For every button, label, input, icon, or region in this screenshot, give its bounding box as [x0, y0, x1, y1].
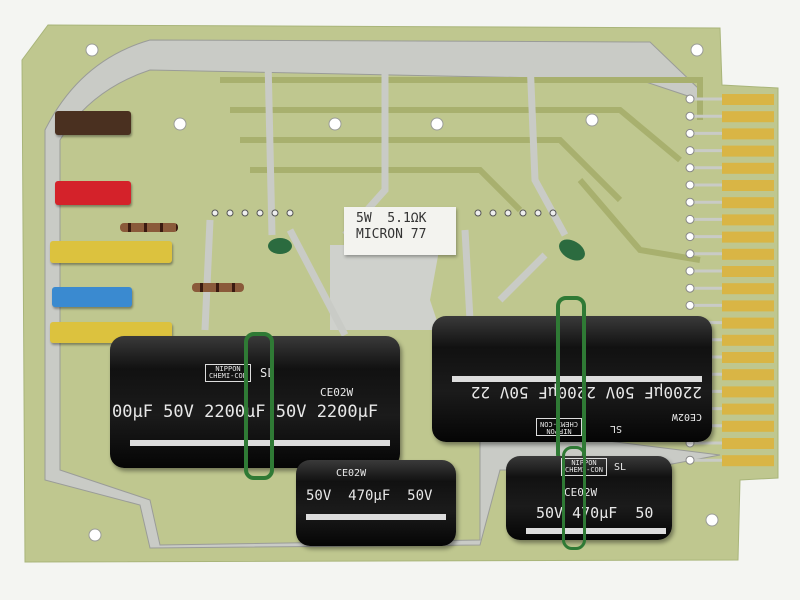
capacitor-series: SL [609, 423, 622, 434]
capacitor-model: CE02W [336, 468, 367, 479]
green-capacitor-right [559, 239, 585, 261]
via-hole [685, 266, 695, 276]
via-hole [685, 146, 695, 156]
resistor-1 [120, 223, 178, 232]
capacitor-model: CE02W [671, 411, 702, 422]
resistor-2 [192, 283, 244, 292]
heatsink-center [330, 245, 440, 330]
connector-blue [52, 287, 132, 307]
via-hole [685, 300, 695, 310]
gold-finger [722, 94, 774, 105]
gold-finger [722, 145, 774, 157]
capacitor-model: CE02W [320, 386, 354, 399]
connector-red [55, 181, 131, 205]
via-hole [685, 111, 695, 121]
gold-finger [722, 386, 774, 398]
green-capacitor-left [268, 238, 292, 254]
mounting-holes [85, 43, 719, 542]
gold-finger [722, 455, 774, 467]
gold-finger [722, 128, 774, 140]
capacitor-ring-right [556, 296, 586, 464]
capacitor-series: SL [614, 462, 627, 473]
copper-traces [220, 77, 703, 263]
gold-finger [722, 111, 774, 123]
capacitor-rating: 50V 470μF 50 [536, 504, 654, 522]
polarity-stripe [526, 528, 666, 534]
polarity-stripe [130, 440, 390, 446]
capacitor-ring-left [244, 332, 274, 480]
gold-finger [722, 248, 774, 260]
gold-finger [722, 317, 774, 329]
gold-finger [722, 266, 774, 277]
capacitor-small-right: NIPPON CHEMI-CON SL CE02W 50V 470μF 50 [506, 456, 672, 540]
power-resistor: 5W 5.1ΩK MICRON 77 [344, 207, 456, 255]
gold-finger [722, 180, 774, 191]
capacitor-model: CE02W [564, 486, 598, 499]
via-hole [685, 214, 695, 224]
power-resistor-maker: MICRON 77 [356, 227, 427, 242]
polarity-stripe [452, 376, 702, 382]
gold-finger [722, 231, 774, 243]
gold-finger [722, 162, 774, 174]
via-hole [685, 163, 695, 173]
transistor-pins [211, 209, 557, 217]
connector-brown [55, 111, 131, 135]
power-resistor-rating: 5W 5.1ΩK [356, 211, 427, 226]
via-hole [685, 249, 695, 259]
via-hole [685, 180, 695, 190]
capacitor-ring-small [562, 446, 586, 550]
via-hole [685, 283, 695, 293]
gold-finger [722, 300, 774, 312]
gold-finger [722, 283, 774, 295]
gold-finger [722, 334, 774, 346]
polarity-stripe [306, 514, 446, 520]
gold-finger [722, 352, 774, 363]
gold-finger [722, 197, 774, 209]
gold-finger [722, 369, 774, 381]
capacitor-large-right: 2200μF 50V 2200μF 50V 22 CE02W SL NIPPON… [432, 316, 712, 442]
via-hole [685, 94, 695, 104]
gold-finger [722, 214, 774, 226]
connector-yellow-top [50, 241, 172, 263]
via-hole [685, 232, 695, 242]
gold-finger [722, 420, 774, 432]
capacitor-small-left: CE02W 50V 470μF 50V [296, 460, 456, 546]
via-hole [685, 128, 695, 138]
via-hole [685, 197, 695, 207]
gold-finger [722, 438, 774, 449]
capacitor-brand: NIPPON CHEMI-CON [205, 364, 251, 382]
capacitor-rating: 2200μF 50V 2200μF 50V 22 [470, 383, 702, 402]
gold-finger [722, 403, 774, 415]
capacitor-rating: 50V 470μF 50V [306, 488, 433, 504]
via-hole [685, 455, 695, 465]
